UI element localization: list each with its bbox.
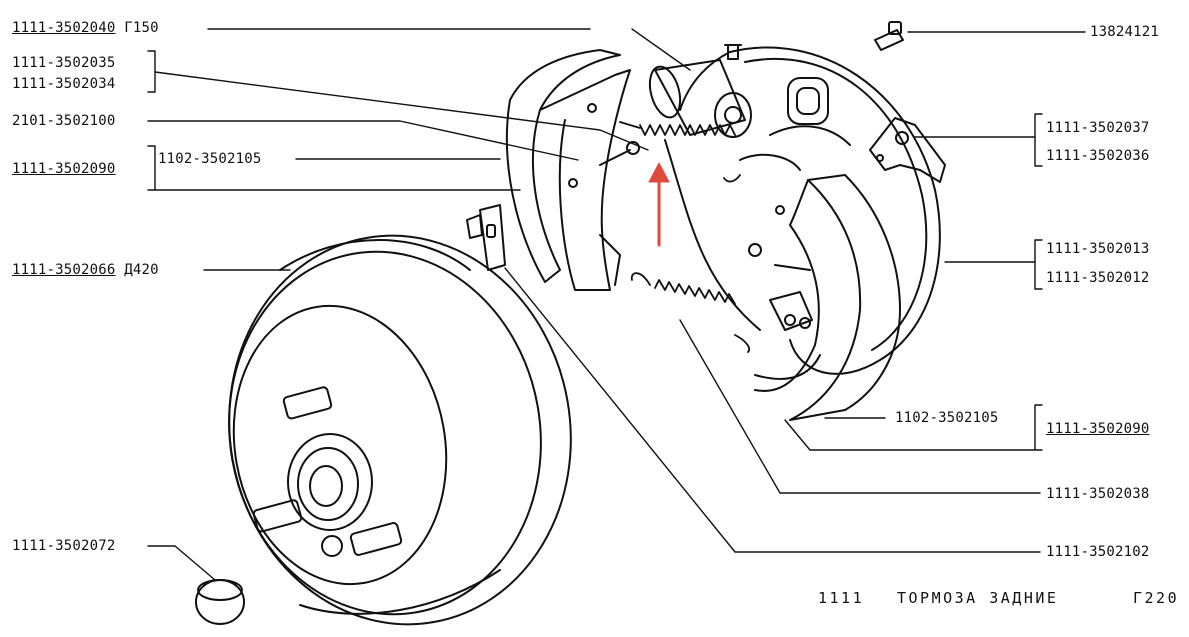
callout-bracket-a: 1111-3502037 [1046,120,1150,136]
caption-page: Г220 [1133,589,1180,607]
callout-spring-upper-a: 1111-3502035 [12,55,116,71]
callout-plug: 1111-3502072 [12,538,116,554]
lower-spring [630,272,750,353]
retaining-plate [466,204,506,271]
left-shoe-pin [599,141,640,166]
wheel-cylinder [648,44,752,138]
callout-left-shoe-pin: 1102-3502105 [158,151,262,167]
callout-drum: 1111-3502066 Д420 [12,262,159,278]
upper-spring [619,121,741,183]
leader-lines [147,28,1086,581]
bracket [869,117,946,183]
callout-spring-upper-b: 1111-3502034 [12,76,116,92]
part-number: 1111-3502040 [12,20,116,36]
left-brake-shoe [505,49,631,291]
callout-lower-spring: 1111-3502038 [1046,486,1150,502]
callout-right-shoe: 1111-3502090 [1046,421,1150,437]
callout-right-shoe-pin: 1102-3502105 [895,410,999,426]
brake-drum [228,234,572,626]
caption-model: 1111 [818,589,865,607]
callout-shield-b: 1111-3502012 [1046,270,1150,286]
backing-plate [664,46,941,375]
callout-lever-pin: 2101-3502100 [12,113,116,129]
callout-left-shoe: 1111-3502090 [12,161,116,177]
callout-shield-a: 1111-3502013 [1046,241,1150,257]
part-suffix: Г150 [124,20,159,36]
part-number: 1111-3502066 [12,262,116,278]
right-brake-shoe [754,174,901,421]
callout-plate: 1111-3502102 [1046,544,1150,560]
part-suffix: Д420 [124,262,159,278]
caption-title: ТОРМОЗА ЗАДНИЕ [897,589,1059,607]
callout-bracket-b: 1111-3502036 [1046,148,1150,164]
bleeder-screw [874,21,904,51]
callout-wheel-cylinder: 1111-3502040 Г150 [12,20,159,36]
rubber-plug [195,579,245,625]
highlight-arrow [648,162,670,247]
callout-bleeder: 13824121 [1090,24,1160,40]
